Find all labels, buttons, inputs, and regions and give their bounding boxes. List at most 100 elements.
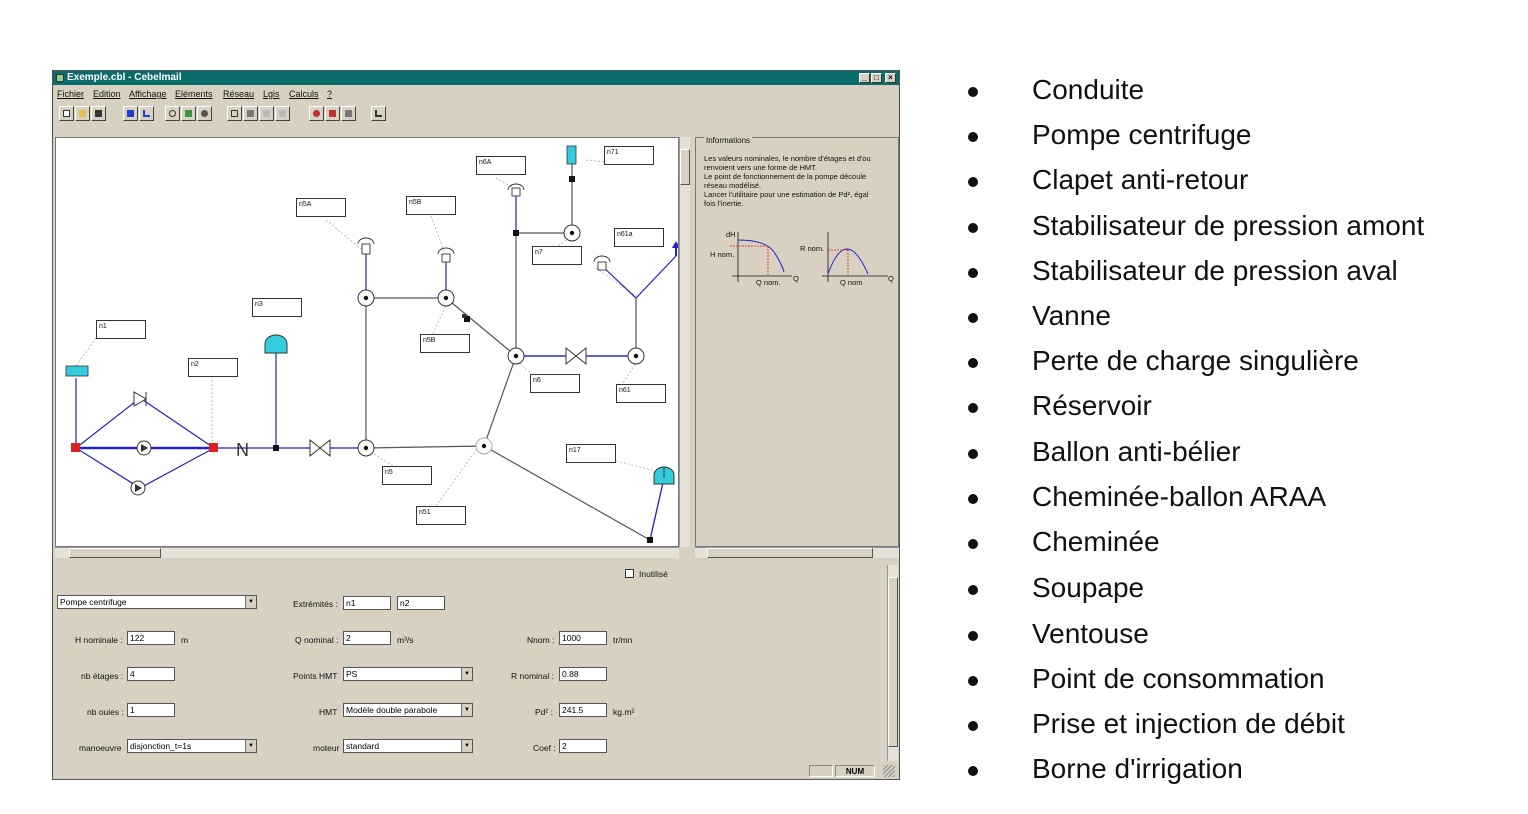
surge-vessel-icon[interactable] [264, 334, 288, 354]
nb-ouies-field[interactable]: 1 [127, 703, 175, 717]
tool-d-button[interactable] [227, 106, 242, 121]
select-tool-button[interactable] [123, 106, 138, 121]
properties-vertical-scrollbar[interactable] [887, 565, 898, 761]
element-type-select[interactable]: Pompe centrifuge▼ [57, 595, 257, 609]
pump-outlet-node[interactable] [209, 443, 218, 452]
tool-j-button[interactable] [341, 106, 356, 121]
flow-injection-icon[interactable] [672, 241, 678, 248]
title-bar[interactable]: Exemple.cbl - Cebelmail _ □ × [53, 71, 899, 85]
node-label-n51[interactable]: n51 [416, 506, 466, 525]
chevron-down-icon: ▼ [245, 596, 256, 608]
minimize-button[interactable]: _ [859, 73, 870, 83]
singular-loss-icon[interactable] [462, 314, 466, 318]
info-horizontal-scrollbar[interactable] [695, 547, 899, 558]
chimney-icon[interactable] [566, 145, 577, 165]
node-label-n3[interactable]: n3 [252, 298, 302, 317]
menu-fichier[interactable]: Fichier [57, 89, 85, 99]
moteur-select[interactable]: standard▼ [343, 739, 473, 753]
irrigation-borne-n6A-icon[interactable] [511, 187, 521, 197]
nnom-field[interactable]: 1000 [559, 631, 607, 645]
irrigation-borne-n5B-icon[interactable] [441, 253, 451, 263]
network-diagram[interactable]: N [56, 138, 678, 546]
node-label-n2[interactable]: n2 [188, 358, 238, 377]
save-button[interactable] [91, 106, 106, 121]
node-label-n6[interactable]: n6 [530, 374, 580, 393]
pd2-field[interactable]: 241.5 [559, 703, 607, 717]
node-label-n17[interactable]: n17 [566, 444, 616, 463]
irrigation-borne-n61a-icon[interactable] [597, 261, 607, 271]
menu-calculs[interactable]: Calculs [289, 89, 319, 99]
tool-h-button[interactable] [309, 106, 324, 121]
pipe-n51-n6[interactable] [483, 355, 636, 447]
node-label-n61[interactable]: n61 [616, 384, 666, 403]
network-canvas[interactable]: N [55, 137, 679, 547]
graph1-x-axis-label: Q [793, 274, 799, 283]
points-hmt-select[interactable]: PS▼ [343, 667, 473, 681]
tool-a-button[interactable] [165, 106, 180, 121]
canvas-vertical-scrollbar[interactable] [679, 137, 690, 547]
extremite1-field[interactable]: n1 [343, 596, 391, 610]
node-square-n17[interactable] [647, 537, 653, 543]
reservoir-icon[interactable] [65, 365, 89, 377]
tool-e-button[interactable] [243, 106, 258, 121]
tool-k-button[interactable] [371, 106, 386, 121]
menu-elements[interactable]: Eléments [175, 89, 213, 99]
extremite2-field[interactable]: n2 [397, 596, 445, 610]
check-valve-icon[interactable] [133, 391, 147, 407]
tool-f-button[interactable] [259, 106, 274, 121]
pump-inlet-node[interactable] [71, 443, 80, 452]
coef-field[interactable]: 2 [559, 739, 607, 753]
canvas-horizontal-scrollbar[interactable] [55, 547, 679, 558]
node-square-tank[interactable] [273, 445, 279, 451]
node-label-n7[interactable]: n7 [532, 246, 582, 265]
node-label-n5A[interactable]: n5A [296, 198, 346, 217]
bullet-icon [968, 676, 978, 686]
manoeuvre-select[interactable]: disjonction_t=1s▼ [127, 739, 257, 753]
pipe-n17-blue[interactable] [649, 477, 665, 541]
node-label-n5B[interactable]: n5B [420, 334, 470, 353]
resize-grip-icon[interactable] [883, 765, 895, 777]
node-label-n61a[interactable]: n61a [614, 228, 664, 247]
menu-reseau[interactable]: Réseau [223, 89, 255, 99]
menu-help[interactable]: ? [327, 89, 333, 99]
tool-i-button[interactable] [325, 106, 340, 121]
pipe-bypass-check[interactable] [75, 397, 215, 449]
pressure-stabilizer-icon[interactable]: N [236, 440, 249, 460]
h-nominale-field[interactable]: 122 [127, 631, 175, 645]
new-file-button[interactable] [59, 106, 74, 121]
r-nominal-field[interactable]: 0.88 [559, 667, 607, 681]
node-label-n71[interactable]: n71 [604, 146, 654, 165]
node-label-n1[interactable]: n1 [96, 320, 146, 339]
properties-vertical-thumb[interactable] [888, 577, 898, 747]
valve-n6-icon[interactable] [565, 346, 577, 366]
canvas-horizontal-thumb[interactable] [69, 548, 161, 558]
legend-text: Point de consommation [1032, 663, 1325, 694]
maximize-button[interactable]: □ [871, 73, 882, 83]
hmt-select[interactable]: Modèle double parabole▼ [343, 703, 473, 717]
tool-g-button[interactable] [275, 106, 290, 121]
menu-edition[interactable]: Edition [93, 89, 121, 99]
node-square-n71[interactable] [569, 176, 575, 182]
menu-affichage[interactable]: Affichage [129, 89, 167, 99]
nb-etages-field[interactable]: 4 [127, 667, 175, 681]
menu-lgis[interactable]: Lgis [263, 89, 280, 99]
node-label-n6A[interactable]: n6A [476, 156, 526, 175]
pipe-n61a-v[interactable] [601, 255, 677, 299]
open-file-button[interactable] [75, 106, 90, 121]
draw-pipe-button[interactable] [139, 106, 154, 121]
node-label-n5B-top[interactable]: n5B [406, 196, 456, 215]
node-square-n5B[interactable] [464, 316, 470, 322]
pipe-n5-n51[interactable] [365, 445, 485, 449]
pipe-n5B-n6[interactable] [445, 297, 517, 357]
node-label-n5[interactable]: n5 [382, 466, 432, 485]
node-square-n7[interactable] [513, 230, 519, 236]
tool-b-button[interactable] [181, 106, 196, 121]
canvas-vertical-thumb[interactable] [680, 149, 690, 185]
close-button[interactable]: × [885, 73, 896, 83]
irrigation-borne-n5A-icon[interactable] [361, 243, 371, 255]
info-horizontal-thumb[interactable] [707, 548, 873, 558]
q-nominal-field[interactable]: 2 [343, 631, 391, 645]
valve-icon[interactable] [309, 438, 321, 458]
tool-c-button[interactable] [197, 106, 212, 121]
unused-checkbox[interactable] [625, 569, 634, 578]
